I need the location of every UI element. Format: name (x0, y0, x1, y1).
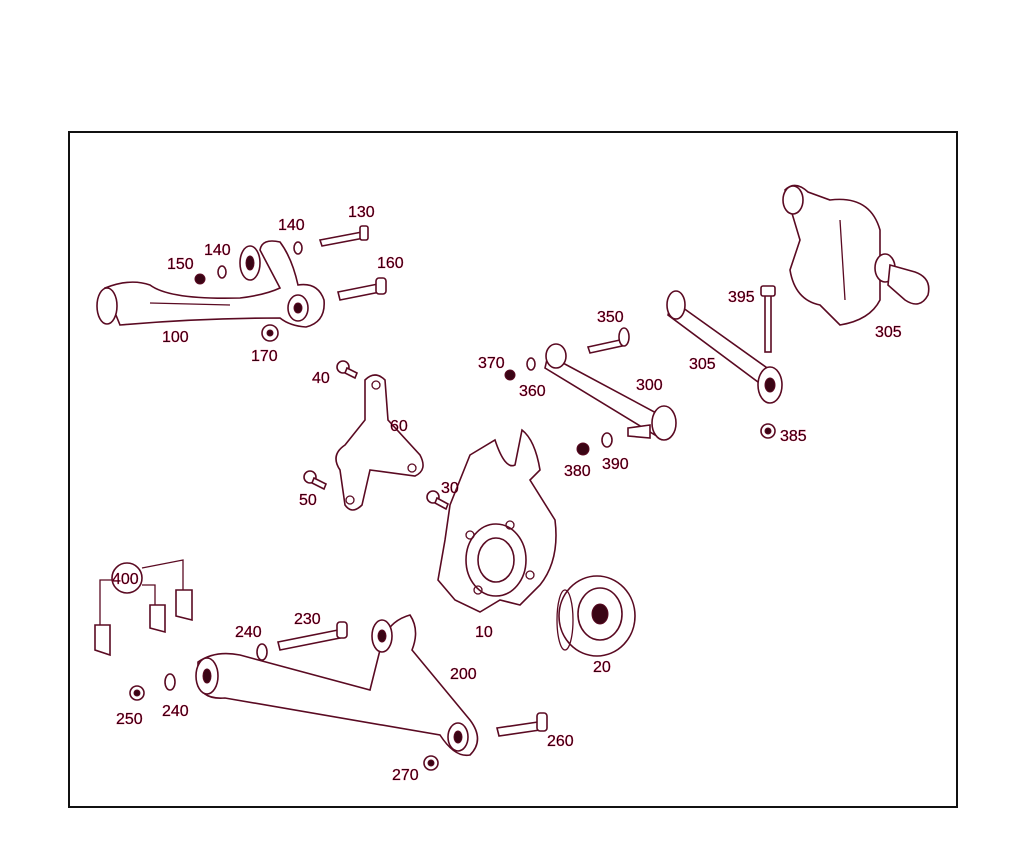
part-170-nut[interactable] (261, 324, 279, 342)
part-250-nut[interactable] (129, 685, 145, 701)
label-240: 240 (235, 624, 262, 641)
part-350-bolt[interactable] (586, 327, 630, 354)
part-380-nut[interactable] (576, 442, 590, 456)
label-10: 10 (475, 624, 493, 641)
label-250: 250 (116, 711, 143, 728)
part-140-washer[interactable] (217, 265, 227, 279)
label-20: 20 (593, 659, 611, 676)
label-60: 60 (390, 418, 408, 435)
part-385-nut[interactable] (760, 423, 776, 439)
label-240: 240 (162, 703, 189, 720)
part-40-bolt[interactable] (336, 360, 359, 380)
part-140-washer[interactable] (293, 241, 303, 255)
part-360-washer[interactable] (526, 357, 536, 371)
label-300: 300 (636, 377, 663, 394)
label-140: 140 (278, 217, 305, 234)
label-170: 170 (251, 348, 278, 365)
part-305-toe-adjuster-assembly[interactable] (782, 184, 930, 326)
label-350: 350 (597, 309, 624, 326)
label-385: 385 (780, 428, 807, 445)
diagram-frame (68, 131, 958, 808)
label-100: 100 (162, 329, 189, 346)
part-50-bolt[interactable] (303, 470, 328, 491)
part-240-washer[interactable] (256, 643, 268, 661)
part-240-washer[interactable] (164, 673, 176, 691)
part-395-bolt[interactable] (760, 285, 776, 353)
label-130: 130 (348, 204, 375, 221)
part-260-bolt[interactable] (496, 712, 548, 737)
part-100-upper-control-arm[interactable] (96, 240, 325, 328)
label-140: 140 (204, 242, 231, 259)
part-270-nut[interactable] (423, 755, 439, 771)
part-305-tie-rod[interactable] (666, 290, 783, 404)
label-370: 370 (478, 355, 505, 372)
label-200: 200 (450, 666, 477, 683)
part-150-nut[interactable] (194, 273, 206, 285)
part-230-bolt[interactable] (277, 621, 348, 651)
part-30-bolt[interactable] (426, 490, 450, 511)
part-60-bracket[interactable] (335, 374, 424, 511)
label-270: 270 (392, 767, 419, 784)
part-130-bolt[interactable] (318, 225, 369, 247)
label-40: 40 (312, 370, 330, 387)
part-300-control-arm[interactable] (544, 343, 677, 441)
label-160: 160 (377, 255, 404, 272)
label-305: 305 (875, 324, 902, 341)
part-390-washer[interactable] (601, 432, 613, 448)
part-370-nut[interactable] (504, 369, 516, 381)
label-305: 305 (689, 356, 716, 373)
label-380: 380 (564, 463, 591, 480)
label-150: 150 (167, 256, 194, 273)
label-260: 260 (547, 733, 574, 750)
label-395: 395 (728, 289, 755, 306)
part-10-wheel-carrier[interactable] (437, 428, 557, 613)
label-30: 30 (441, 480, 459, 497)
part-200-lower-control-arm[interactable] (195, 614, 479, 757)
part-160-bolt[interactable] (337, 277, 387, 301)
label-360: 360 (519, 383, 546, 400)
label-390: 390 (602, 456, 629, 473)
part-20-wheel-hub[interactable] (556, 575, 636, 657)
part-400-clip-set[interactable] (94, 559, 193, 657)
label-230: 230 (294, 611, 321, 628)
label-400: 400 (112, 571, 139, 588)
label-50: 50 (299, 492, 317, 509)
